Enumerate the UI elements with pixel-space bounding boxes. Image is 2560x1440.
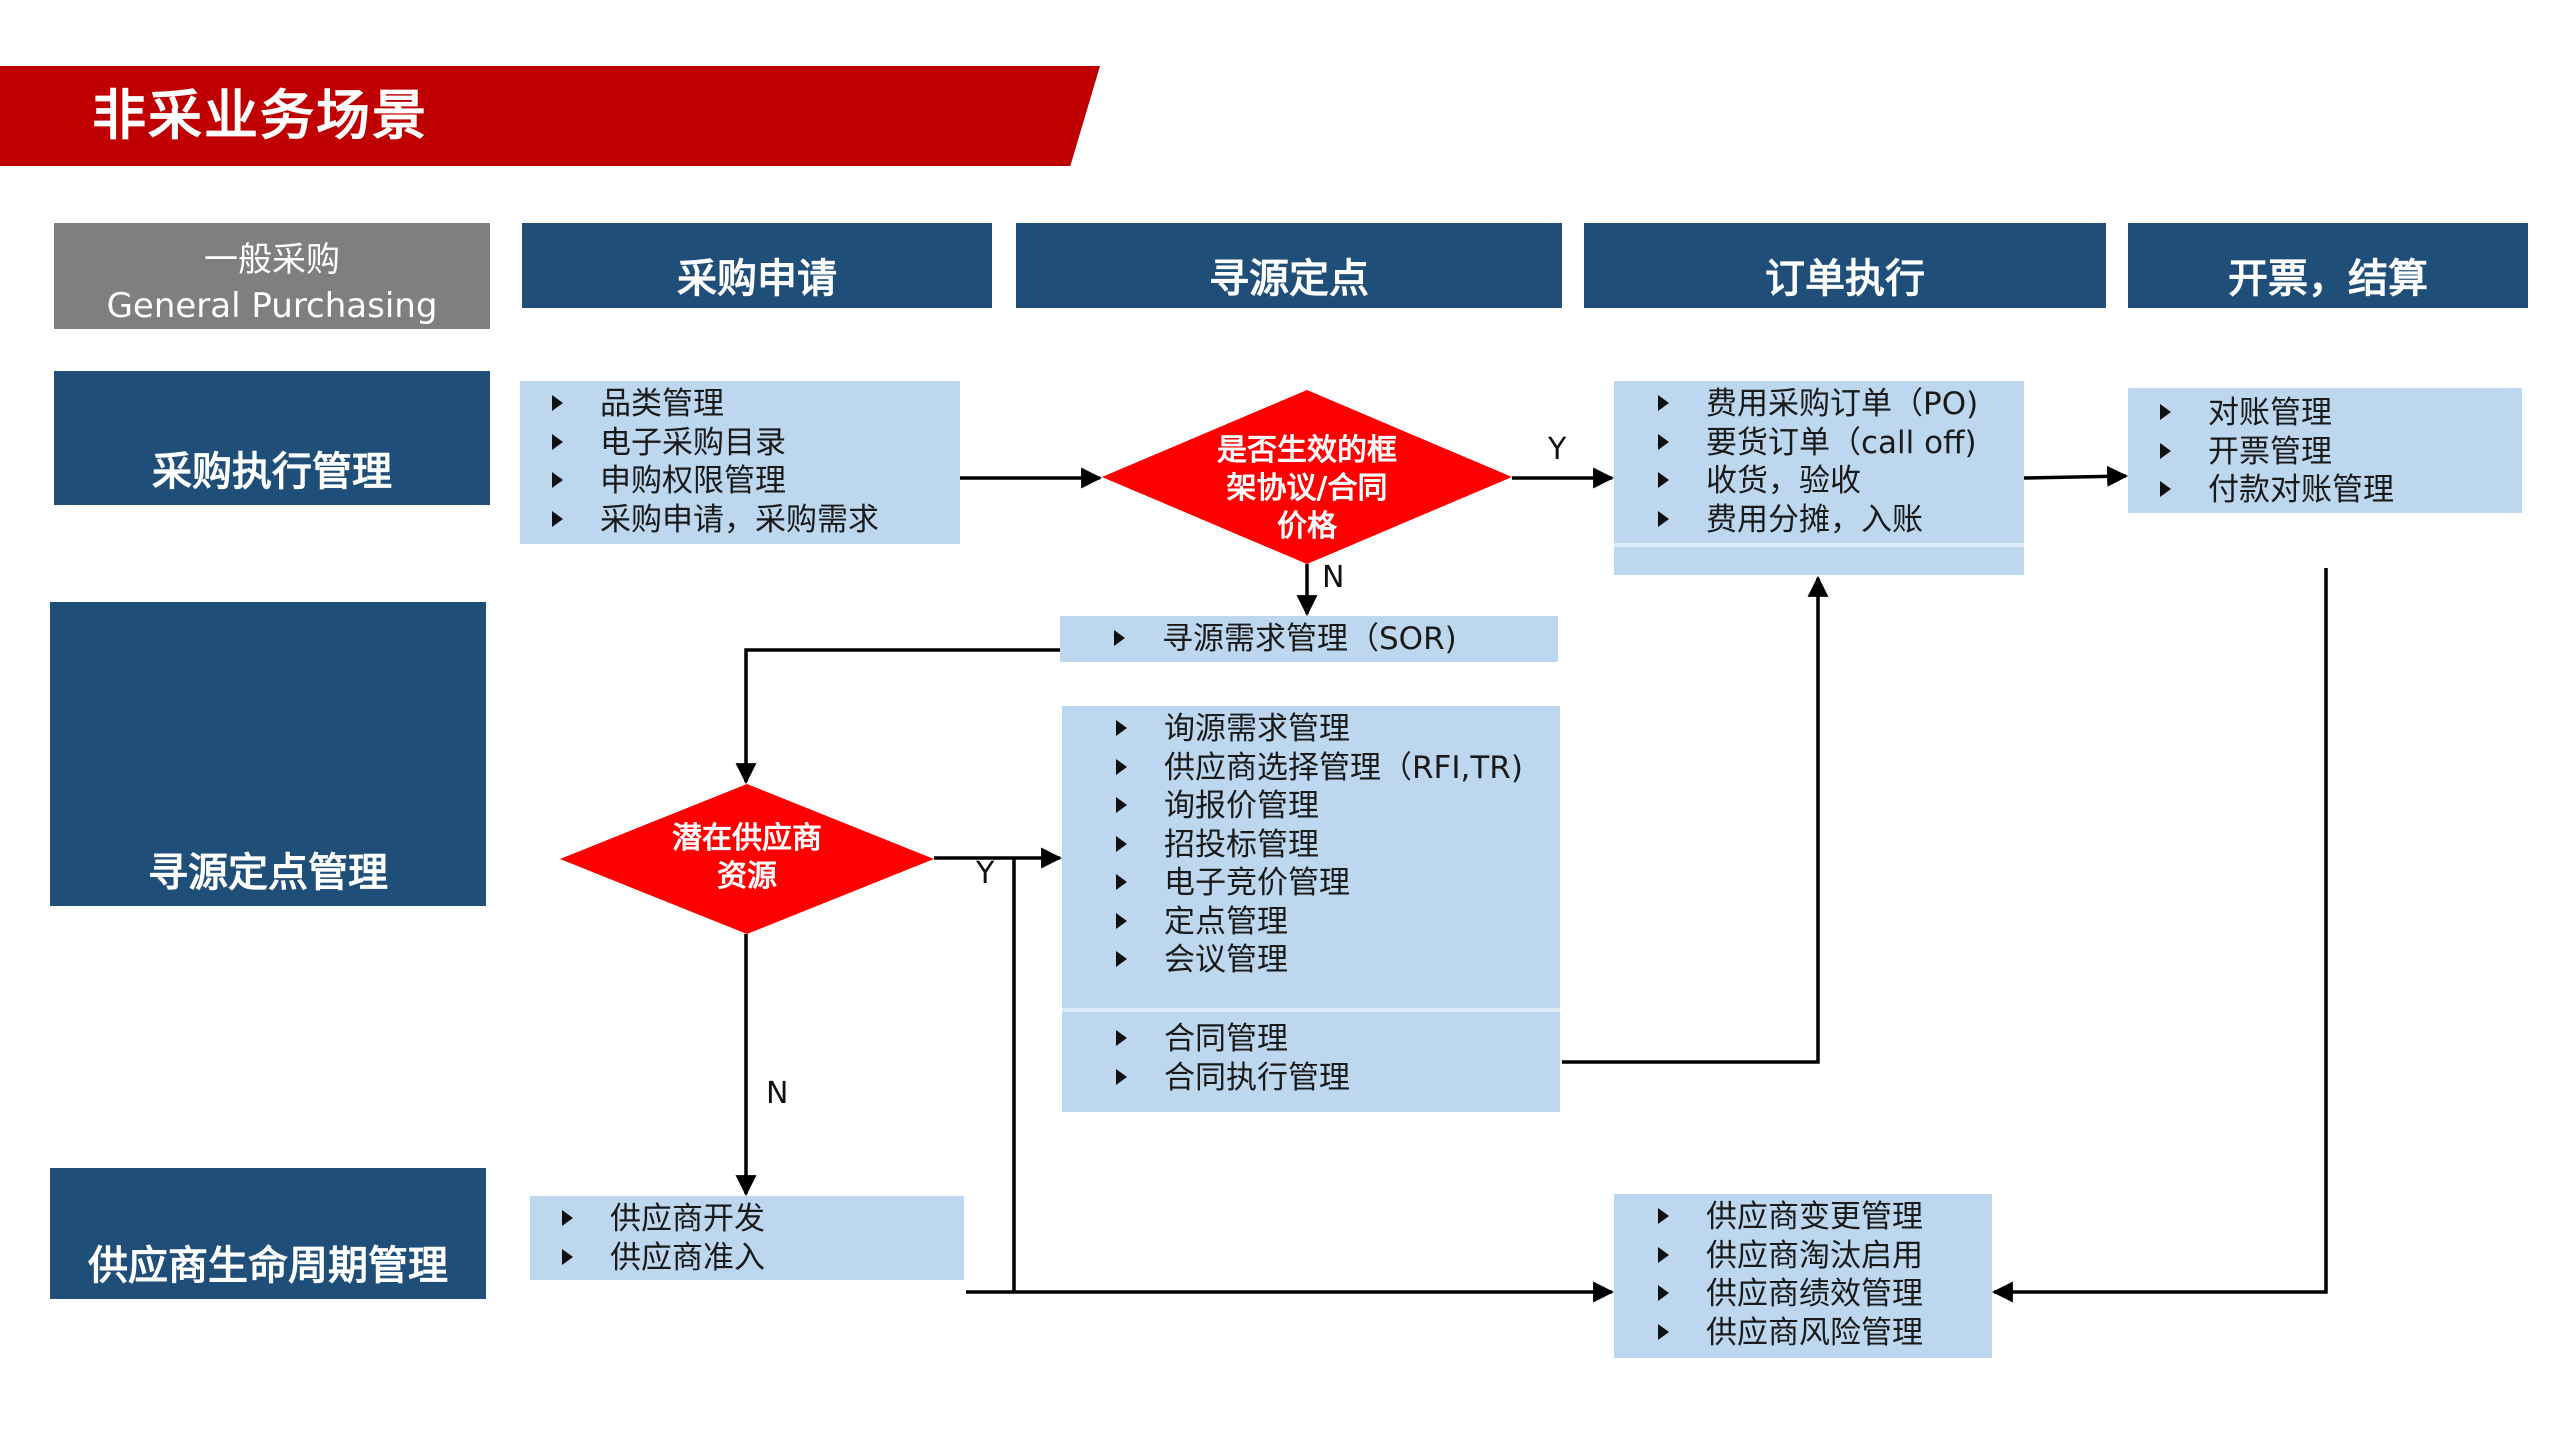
list-item: 开票管理: [2128, 433, 2522, 472]
page-title: 非采业务场景: [92, 84, 428, 147]
decision-line: 潜在供应商: [672, 821, 822, 856]
arrow-sor-to-potential: [735, 648, 1060, 785]
order-box: 费用采购订单（PO) 要货订单（call off) 收货，验收 费用分摊，入账: [1614, 381, 2024, 547]
list-item: 供应商绩效管理: [1626, 1275, 1992, 1314]
arrow-contract-to-order: [1562, 575, 1829, 1064]
list-item: 采购申请，采购需求: [520, 501, 960, 540]
decision-line: 价格: [1277, 509, 1337, 544]
column-header-order: 订单执行: [1584, 223, 2106, 308]
invoice-box: 对账管理 开票管理 付款对账管理: [2128, 388, 2522, 513]
decision-line: 架协议/合同: [1226, 471, 1388, 506]
list-item: 寻源需求管理（SOR): [1082, 620, 1558, 659]
arrow-order-to-invoice: [2023, 465, 2129, 487]
decision-line: 是否生效的框: [1217, 433, 1397, 468]
general-purchasing-en: General Purchasing: [106, 286, 438, 326]
sor-box: 寻源需求管理（SOR): [1060, 616, 1558, 662]
label-no-potential: N: [766, 1076, 789, 1111]
list-item: 供应商淘汰启用: [1626, 1237, 1992, 1276]
list-item: 招投标管理: [1084, 826, 1560, 865]
list-item: 付款对账管理: [2128, 471, 2522, 510]
column-header-requisition: 采购申请: [522, 223, 992, 308]
column-header-invoice: 开票，结算: [2128, 223, 2528, 308]
row-header-supplier: 供应商生命周期管理: [50, 1168, 486, 1299]
list-item: 供应商风险管理: [1626, 1314, 1992, 1353]
order-box-footer: [1614, 547, 2024, 575]
supplier-mgmt-box: 供应商变更管理 供应商淘汰启用 供应商绩效管理 供应商风险管理: [1614, 1194, 1992, 1358]
list-item: 供应商选择管理（RFI,TR): [1084, 749, 1560, 788]
list-item: 费用分摊，入账: [1626, 501, 2024, 540]
contract-box: 合同管理 合同执行管理: [1062, 1012, 1560, 1112]
list-item: 电子采购目录: [520, 424, 960, 463]
row-header-sourcing: 寻源定点管理: [50, 602, 486, 906]
list-item: 供应商开发: [530, 1200, 964, 1239]
title-banner: [0, 66, 1100, 166]
label-yes-potential: Y: [976, 856, 995, 891]
general-purchasing-zh: 一般采购: [204, 240, 340, 280]
label-yes-framework: Y: [1548, 432, 1567, 467]
list-item: 定点管理: [1084, 903, 1560, 942]
list-item: 申购权限管理: [520, 462, 960, 501]
framework-decision-label: 是否生效的框 架协议/合同 价格: [1102, 432, 1512, 546]
label-no-framework: N: [1322, 560, 1345, 595]
list-item: 收货，验收: [1626, 462, 2024, 501]
row-header-execution: 采购执行管理: [54, 371, 490, 505]
sourcing-box: 询源需求管理 供应商选择管理（RFI,TR) 询报价管理 招投标管理 电子竞价管…: [1062, 706, 1560, 1012]
arrow-invoice-to-supplier-mgmt: [1991, 568, 2328, 1303]
list-item: 会议管理: [1084, 941, 1560, 980]
supplier-dev-box: 供应商开发 供应商准入: [530, 1196, 964, 1280]
list-item: 供应商变更管理: [1626, 1198, 1992, 1237]
general-purchasing-header: 一般采购 General Purchasing: [54, 223, 490, 329]
arrow-y-branch-to-supplier-mgmt: [1012, 858, 1615, 1303]
list-item: 要货订单（call off): [1626, 424, 2024, 463]
list-item: 对账管理: [2128, 394, 2522, 433]
list-item: 询报价管理: [1084, 787, 1560, 826]
requisition-box: 品类管理 电子采购目录 申购权限管理 采购申请，采购需求: [520, 381, 960, 544]
list-item: 品类管理: [520, 385, 960, 424]
potential-supplier-label: 潜在供应商 资源: [560, 820, 934, 896]
list-item: 合同管理: [1084, 1020, 1560, 1059]
list-item: 询源需求管理: [1084, 710, 1560, 749]
list-item: 供应商准入: [530, 1239, 964, 1278]
column-header-sourcing: 寻源定点: [1016, 223, 1562, 308]
list-item: 费用采购订单（PO): [1626, 385, 2024, 424]
list-item: 合同执行管理: [1084, 1059, 1560, 1098]
decision-line: 资源: [717, 859, 777, 894]
list-item: 电子竞价管理: [1084, 864, 1560, 903]
